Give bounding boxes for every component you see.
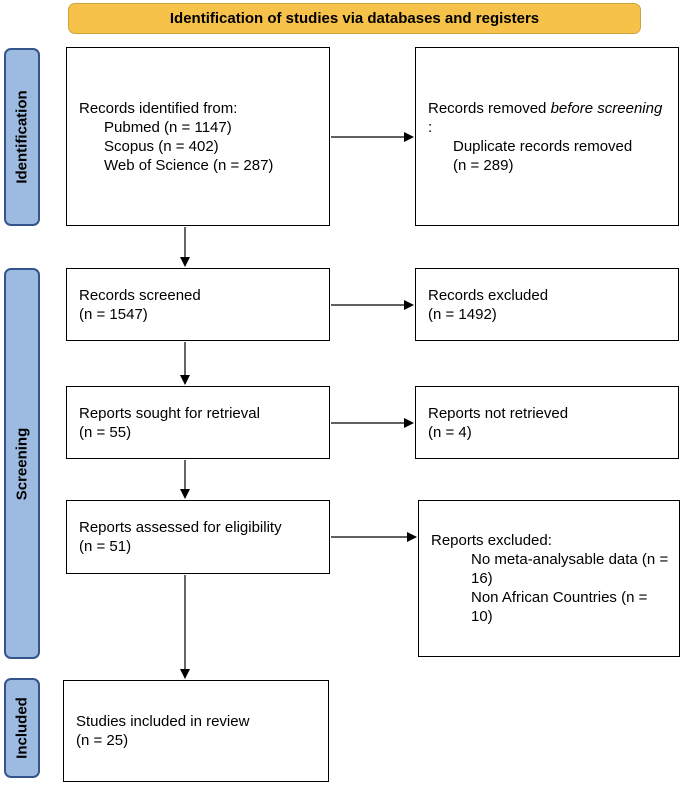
records-identified-box: Records identified from: Pubmed (n = 114…: [66, 47, 330, 226]
removed-heading: Records removed before screening: [428, 99, 663, 117]
assessed-n: (n = 51): [79, 538, 132, 555]
reason-no-data-line2: 16): [471, 570, 493, 587]
reason-non-african-line1: Non African Countries (n =: [471, 589, 648, 606]
stage-included: Included: [4, 678, 40, 778]
header-banner: Identification of studies via databases …: [68, 3, 641, 34]
screened-label: Records screened: [79, 286, 201, 304]
excluded-n: (n = 1492): [428, 305, 497, 323]
reason-no-data-line1: No meta-analysable data (n =: [471, 551, 669, 568]
records-removed-box: Records removed before screening : Dupli…: [415, 47, 679, 226]
reports-excluded-heading: Reports excluded:: [431, 532, 552, 549]
reports-assessed-box: Reports assessed for eligibility (n = 51…: [66, 500, 330, 574]
records-excluded-box: Records excluded (n = 1492): [415, 268, 679, 341]
reports-excluded-box: Reports excluded: No meta-analysable dat…: [418, 500, 680, 657]
excluded-label: Records excluded: [428, 286, 549, 304]
records-screened-box: Records screened (n = 1547): [66, 268, 330, 341]
removed-heading-end: :: [428, 118, 433, 136]
stage-screening: Screening: [4, 268, 40, 659]
studies-included-box: Studies included in review (n = 25): [63, 680, 329, 782]
identified-pubmed: Pubmed (n = 1147): [104, 118, 232, 136]
reports-sought-box: Reports sought for retrieval (n = 55): [66, 386, 330, 459]
identified-scopus: Scopus (n = 402): [104, 137, 219, 155]
screened-n: (n = 1547): [79, 305, 148, 323]
not-retrieved-label: Reports not retrieved: [428, 404, 569, 422]
reports-not-retrieved-box: Reports not retrieved (n = 4): [415, 386, 679, 459]
stage-identification: Identification: [4, 48, 40, 226]
header-title: Identification of studies via databases …: [169, 10, 540, 27]
identified-heading: Records identified from:: [79, 99, 238, 117]
reason-non-african-line2: 10): [471, 608, 493, 625]
sought-label: Reports sought for retrieval: [79, 404, 260, 422]
included-n: (n = 25): [76, 732, 129, 749]
removed-duplicates: Duplicate records removed: [453, 137, 633, 155]
identified-wos: Web of Science (n = 287): [104, 156, 274, 174]
removed-duplicates-n: (n = 289): [453, 156, 514, 174]
included-label: Studies included in review: [76, 713, 250, 730]
sought-n: (n = 55): [79, 423, 132, 441]
not-retrieved-n: (n = 4): [428, 423, 472, 441]
assessed-label: Reports assessed for eligibility: [79, 519, 282, 536]
